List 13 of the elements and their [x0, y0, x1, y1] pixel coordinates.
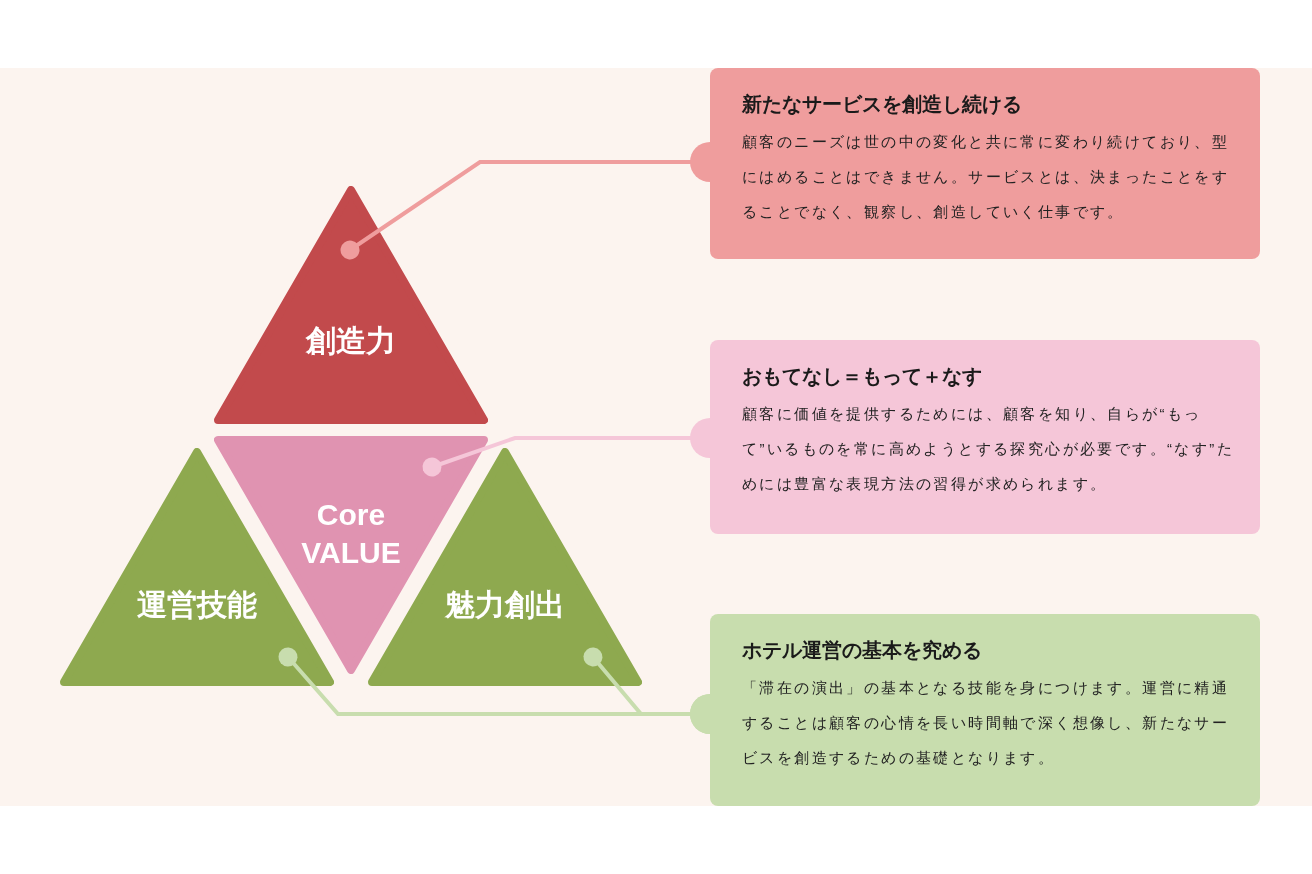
card-description: 顧客のニーズは世の中の変化と共に常に変わり続けており、型にはめることはできません。サービスとは、決まったことをすることでなく、観察し、創造していく仕事です。: [742, 132, 1231, 222]
card-heading: 新たなサービスを創造し続ける: [742, 92, 1023, 117]
card-heading: ホテル運営の基本を究める: [742, 638, 983, 663]
triangle-label: 運営技能: [136, 587, 258, 623]
triangle-label: 創造力: [305, 323, 397, 359]
info-card: [710, 614, 1260, 806]
card-description: 「滞在の演出」の基本となる技能を身につけます。運営に精通することは顧客の心情を長い時間軸で深く想像し、新たなサービスを創造するための基礎となります。: [742, 678, 1231, 768]
triangle-label: 魅力創出: [444, 587, 566, 623]
card-description: 顧客に価値を提供するためには、顧客を知り、自らが“もって”いるものを常に高めようとする探究心が必要です。“なす”ためには豊富な表現方法の習得が求められます。: [742, 404, 1235, 494]
triangle-label: Core VALUE: [300, 497, 402, 571]
info-card: [710, 68, 1260, 259]
info-card: [710, 340, 1260, 534]
card-heading: おもてなし＝もって＋なす: [742, 364, 983, 389]
